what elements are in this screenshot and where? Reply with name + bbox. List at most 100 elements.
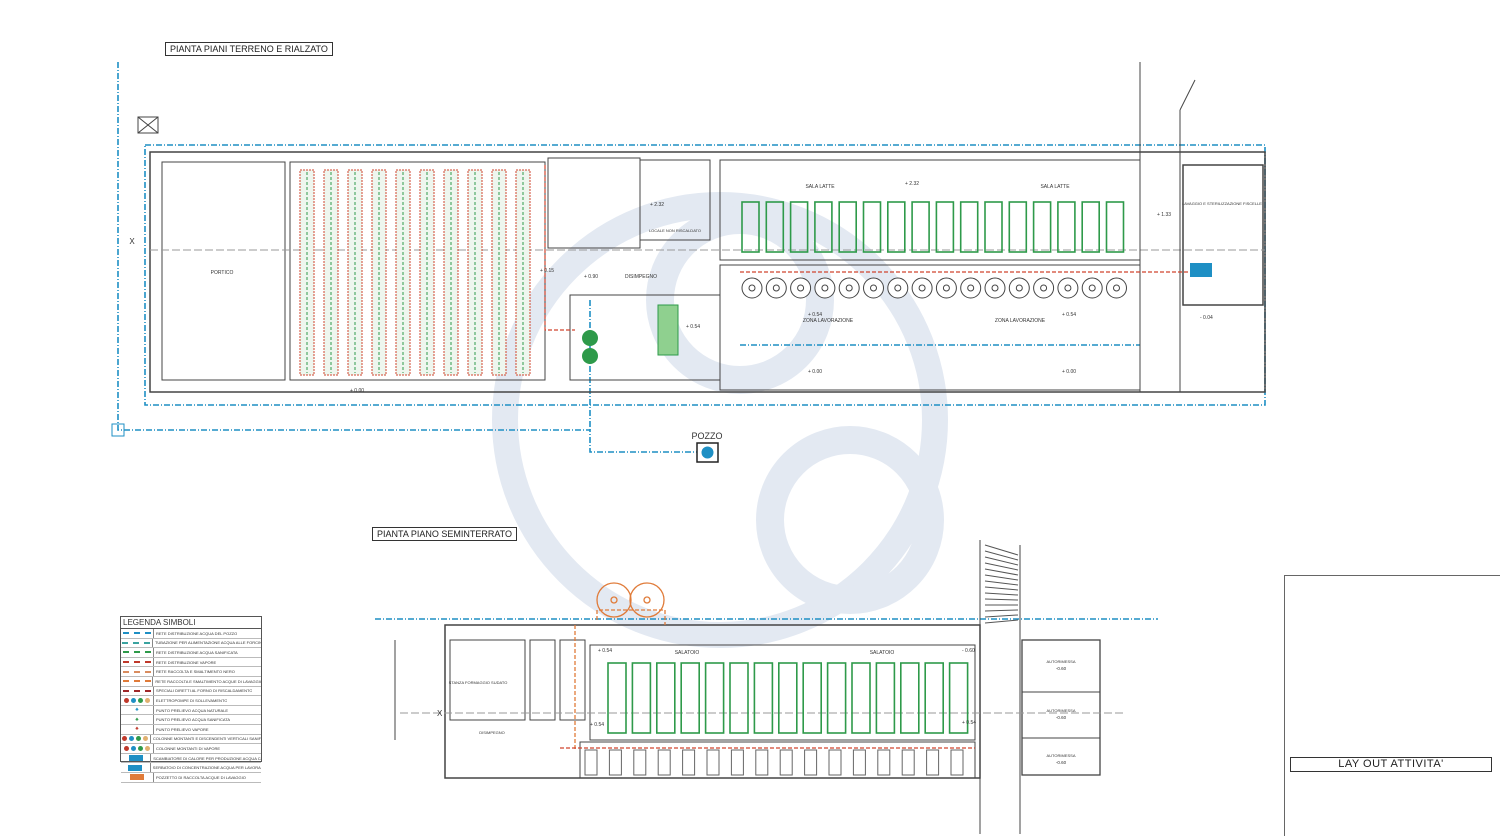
water-node [111, 423, 125, 437]
legend-symbol-icon [121, 753, 152, 763]
milk-tank [959, 201, 979, 253]
ground-floor-title: PIANTA PIANI TERRENO E RIALZATO [165, 42, 333, 56]
stair-step [984, 619, 1019, 624]
room-label-sala-latte: SALA LATTE [1040, 184, 1070, 190]
vat-center [797, 284, 805, 292]
salting-tanks [607, 662, 969, 734]
well-pump-icon [701, 446, 714, 459]
salting-tank [753, 662, 774, 734]
legend-label: COLONNE MONTANTI E DISCENDENTI VERTICALI… [152, 736, 261, 742]
vat-center [1040, 284, 1048, 292]
vat-center [870, 284, 877, 292]
stair-step [984, 614, 1019, 618]
room-label-autorimessa: AUTORIMESSA [1046, 753, 1075, 758]
legend-item: SERBATOIO DI CONCENTRAZIONE ACQUA PER LA… [121, 763, 261, 773]
salting-tank [802, 662, 823, 734]
legend-item: COLONNE MONTANTI DI VAPORE [121, 744, 261, 754]
level-mark: + 0.54 [808, 312, 822, 318]
vat [1081, 277, 1103, 299]
level-mark: + 0.00 [1062, 369, 1076, 375]
level-mark: + 0.54 [590, 722, 604, 728]
salting-tank [899, 662, 920, 734]
milk-tank [741, 201, 760, 253]
legend-symbol-icon [121, 772, 154, 782]
room-label-salatoio: SALATOIO [675, 650, 700, 656]
legend-label: RETE DISTRIBUZIONE ACQUA DEL POZZO [156, 630, 238, 636]
milk-tank [838, 201, 858, 253]
heat-exchanger [657, 304, 679, 356]
legend-item: ELETTROPOMPE DI SOLLEVAMENTO [121, 696, 261, 706]
legend-label: PUNTO PRELIEVO ACQUA SANIFICATA [156, 717, 231, 723]
stair-step [984, 568, 1019, 576]
legend-label: SPECIALI DIRETTI AL FORNO DI RISCALDAMEN… [156, 688, 253, 694]
legend-item: TUBAZIONE PER ALIMENTAZIONE ACQUA ALLE F… [121, 638, 261, 649]
legend-label: RETE RACCOLTA E SMALTIMENTO ACQUE DI LAV… [155, 678, 261, 684]
bay [901, 749, 915, 776]
drying-racks [299, 169, 531, 376]
section-mark: X [437, 709, 443, 718]
level-mark: - 0.60 [962, 648, 975, 654]
vat [790, 277, 812, 299]
pump-icon [582, 330, 598, 346]
legend-symbol-icon [121, 657, 154, 667]
water-tank [1190, 263, 1212, 277]
level-mark: - 0.04 [1200, 315, 1213, 321]
legend-item: ♠PUNTO PRELIEVO ACQUA SANIFICATA [121, 715, 261, 725]
vat-center [845, 284, 853, 292]
bay [926, 749, 940, 776]
vat-center [748, 284, 756, 292]
bay [852, 749, 866, 776]
stair-step [984, 598, 1019, 601]
legend-item: RETE DISTRIBUZIONE VAPORE [121, 657, 261, 668]
legend-label: POZZETTO DI RACCOLTA ACQUE DI LAVAGGIO [156, 774, 246, 780]
legend-label: TUBAZIONE PER ALIMENTAZIONE ACQUA ALLE F… [154, 640, 261, 646]
vat [863, 277, 884, 299]
bay [584, 749, 598, 776]
milk-tank [1057, 201, 1076, 253]
legend-symbol-icon [121, 686, 154, 696]
vat-center [772, 284, 780, 292]
vat [1033, 277, 1055, 299]
level-mark: -0.60 [1056, 760, 1067, 765]
bay [877, 749, 891, 776]
room-label-salatoio: SALATOIO [870, 650, 895, 656]
vat [765, 277, 787, 299]
title-block: LAY OUT ATTIVITA' [1284, 575, 1500, 836]
milk-tank [862, 201, 882, 253]
basement-title: PIANTA PIANO SEMINTERRATO [372, 527, 518, 541]
level-mark: + 2.32 [905, 181, 919, 187]
level-mark: + 0.90 [584, 274, 598, 280]
bay [657, 749, 671, 776]
legend-symbol-icon [121, 763, 151, 772]
vat-center [894, 284, 902, 292]
basement-bays [584, 749, 964, 776]
steam-network [544, 165, 1190, 331]
vat [741, 277, 763, 299]
legend-item: RETE DISTRIBUZIONE ACQUA SANIFICATA [121, 648, 261, 658]
bay [682, 749, 696, 776]
room-label-autorimessa: AUTORIMESSA [1046, 659, 1075, 664]
basement-building [394, 540, 1125, 834]
vat-center [991, 284, 999, 292]
legend-item: RETE RACCOLTA E SMALTIMENTO ACQUE DI LAV… [121, 676, 261, 687]
stair-step [984, 592, 1019, 596]
bay [950, 749, 964, 776]
level-mark: + 0.54 [962, 720, 976, 726]
room-label-zona-lavorazione: ZONA LAVORAZIONE [995, 318, 1046, 324]
vat [1106, 277, 1127, 299]
legend-label: PUNTO PRELIEVO VAPORE [156, 726, 209, 732]
legend-label: RETE DISTRIBUZIONE ACQUA SANIFICATA [156, 649, 238, 655]
wash-water-tanks [560, 582, 975, 750]
milk-tank [1008, 201, 1028, 253]
legend-label: RETE RACCOLTA E SMALTIMENTO NERO [156, 669, 235, 675]
milk-tank [789, 201, 809, 253]
vat-center [918, 284, 926, 292]
room-label-stanza-formaggio: STANZA FORMAGGIO SUDATO [449, 680, 508, 685]
legend-symbol-icon [121, 629, 154, 638]
legend-item: RETE DISTRIBUZIONE ACQUA DEL POZZO [121, 629, 261, 639]
salting-tank [948, 662, 969, 734]
legend-symbol-icon [121, 744, 154, 753]
milk-tank [886, 201, 906, 253]
vat [1008, 277, 1030, 299]
salting-tank [729, 662, 749, 734]
